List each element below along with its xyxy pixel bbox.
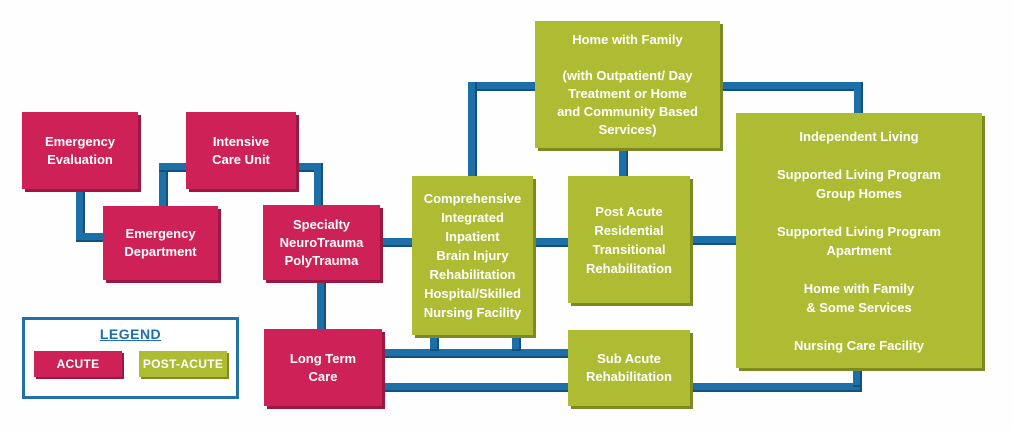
node-independent-living-group: Independent Living Supported Living Prog…	[736, 113, 982, 368]
connector-specialty-to-long-term-care	[317, 278, 326, 332]
connector-home-with-family-to-independent-living	[854, 82, 863, 116]
legend-items: ACUTE POST-ACUTE	[34, 351, 227, 377]
connector-intensive-care-unit-right	[294, 163, 323, 172]
legend: LEGEND ACUTE POST-ACUTE	[22, 317, 239, 399]
legend-title: LEGEND	[99, 326, 162, 342]
connector-emergency-evaluation-down	[76, 185, 85, 242]
connector-long-term-care-to-sub-acute	[380, 349, 570, 358]
connector-comprehensive-stub-right	[512, 335, 521, 351]
connector-post-acute-to-independent-living	[688, 236, 738, 245]
connector-home-with-family-to-comprehensive	[468, 82, 477, 179]
connector-emergency-department-to-intensive-care-unit	[159, 163, 189, 172]
connector-independent-living-down	[853, 365, 862, 387]
connector-specialty-to-comprehensive	[378, 238, 414, 247]
connector-emergency-evaluation-to-emergency-department	[76, 233, 106, 242]
connector-comprehensive-stub-left	[430, 335, 439, 351]
connector-home-with-family-to-post-acute	[619, 146, 628, 179]
legend-post-acute-swatch: POST-ACUTE	[139, 351, 227, 377]
connector-intensive-care-unit-to-specialty	[314, 163, 323, 209]
connector-comprehensive-to-post-acute	[531, 238, 570, 247]
legend-acute-swatch: ACUTE	[34, 351, 122, 377]
connector-emergency-department-up	[159, 163, 168, 210]
